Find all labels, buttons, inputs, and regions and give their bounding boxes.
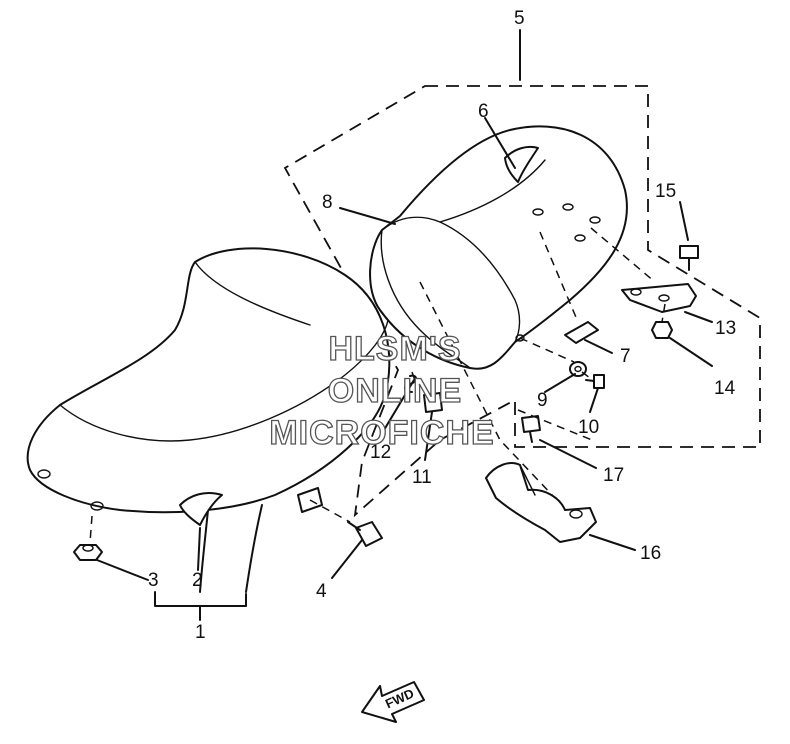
callout-12: 12 bbox=[370, 442, 391, 463]
callout-6: 6 bbox=[478, 101, 489, 122]
clip-7 bbox=[564, 321, 599, 344]
callout-11: 11 bbox=[412, 467, 432, 488]
leader-lines bbox=[96, 29, 713, 621]
forward-direction-arrow: FWD bbox=[361, 681, 425, 723]
watermark-line-1: HLSM'S bbox=[328, 330, 461, 368]
callout-10: 10 bbox=[578, 417, 599, 438]
latch-16 bbox=[485, 462, 597, 543]
callout-16: 16 bbox=[640, 543, 661, 564]
nut-3 bbox=[73, 544, 103, 561]
callout-4: 4 bbox=[316, 581, 327, 602]
callout-7: 7 bbox=[620, 346, 631, 367]
bolt-10 bbox=[585, 374, 605, 389]
rear-seat bbox=[369, 125, 628, 370]
bracket-13 bbox=[621, 283, 697, 313]
callout-5: 5 bbox=[514, 8, 525, 29]
rear-seat-assembly-boundary bbox=[283, 85, 761, 518]
alignment-lines bbox=[89, 227, 666, 544]
callout-1: 1 bbox=[195, 622, 206, 643]
callout-13: 13 bbox=[715, 318, 736, 339]
watermark-line-2: ONLINE bbox=[328, 372, 462, 410]
callout-labels: 5 6 8 15 13 14 7 9 10 12 11 17 16 4 3 2 … bbox=[148, 8, 736, 643]
callout-3: 3 bbox=[148, 570, 159, 591]
clip-11 bbox=[423, 392, 443, 413]
callout-9: 9 bbox=[537, 390, 548, 411]
watermark: HLSM'S ONLINE MICROFICHE bbox=[269, 329, 495, 452]
callout-17: 17 bbox=[603, 465, 624, 486]
callout-2: 2 bbox=[192, 570, 203, 591]
callout-14: 14 bbox=[714, 378, 736, 399]
callout-15: 15 bbox=[655, 181, 676, 202]
front-seat bbox=[26, 247, 391, 593]
watermark-line-3: MICROFICHE bbox=[269, 414, 494, 452]
bolt-17 bbox=[521, 415, 541, 443]
bolt-15 bbox=[679, 245, 699, 271]
callout-8: 8 bbox=[322, 192, 333, 213]
nut-14 bbox=[651, 321, 673, 339]
